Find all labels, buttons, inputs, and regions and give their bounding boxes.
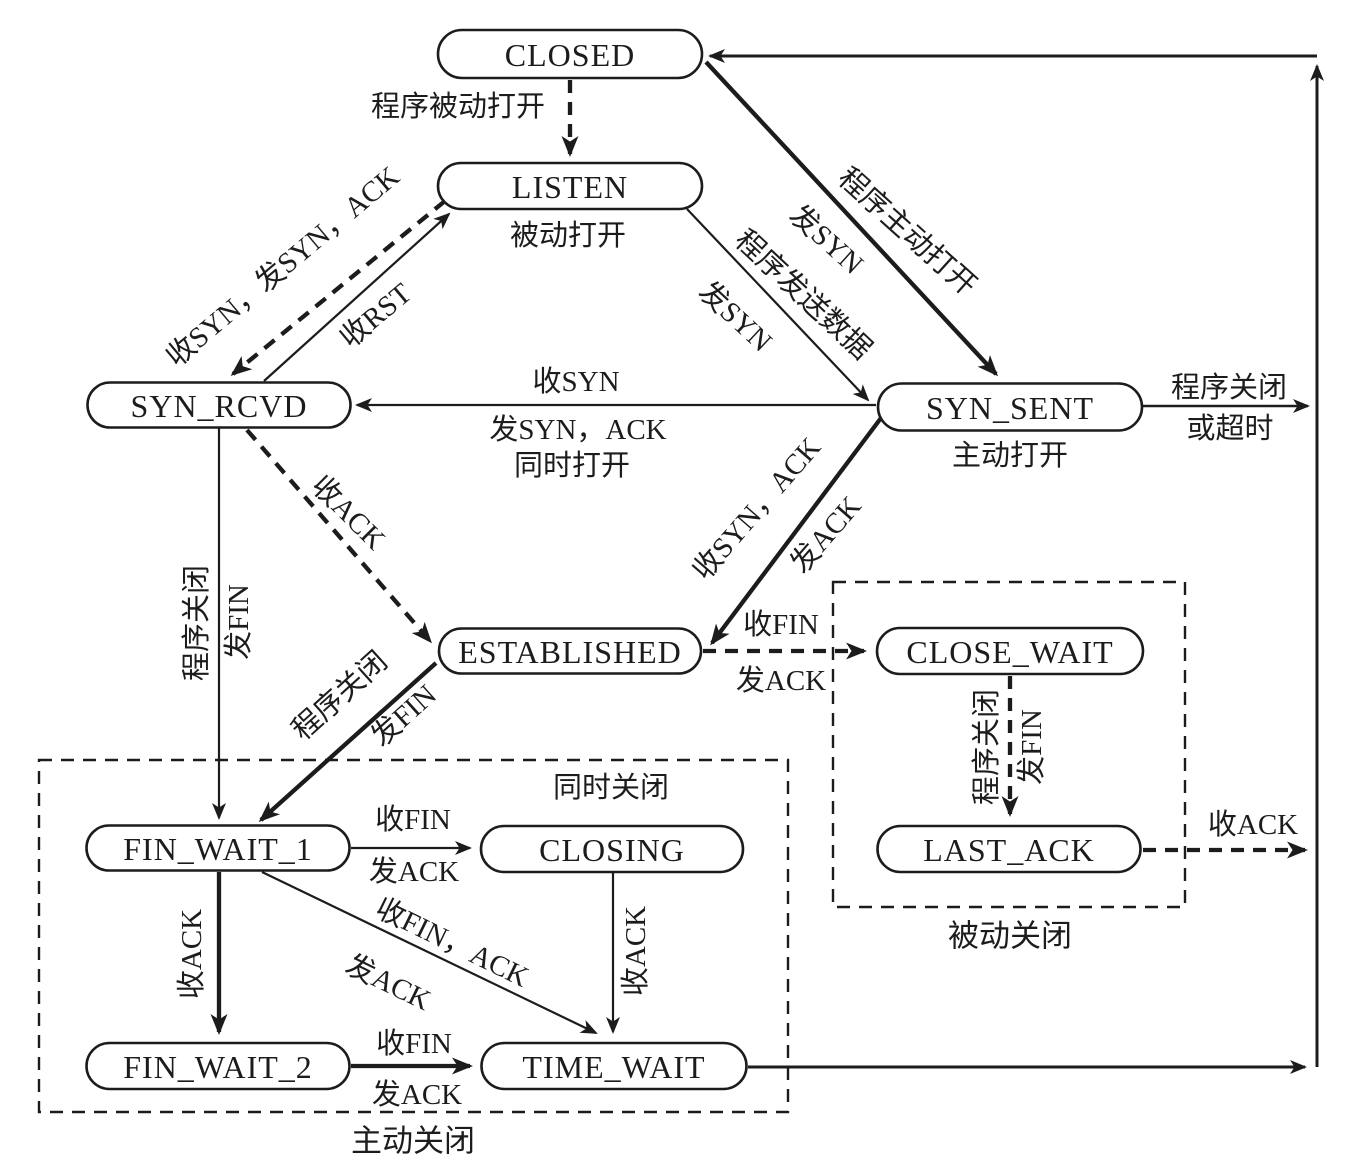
state-box-last-ack	[876, 824, 1142, 874]
state-fin-wait-1: FIN_WAIT_1	[85, 824, 351, 872]
state-box-fin-wait-1	[85, 824, 351, 872]
state-label-syn-sent: SYN_SENT	[926, 390, 1094, 426]
region-passive-close	[831, 580, 1187, 909]
edge-label-recv-syn: 收SYN	[532, 365, 619, 398]
edge-label-send-syn-ack: 发SYN，ACK	[489, 413, 666, 446]
region-label-passive-close: 被动关闭	[948, 919, 1072, 954]
edge-label-recv-rst: 收RST	[334, 276, 418, 354]
state-box-close-wait	[875, 626, 1145, 676]
edge-label-send-fin-cw: 发FIN	[1015, 709, 1048, 785]
edge-fin-wait-1-to-time-wait	[261, 871, 598, 1034]
state-label-last-ack: LAST_ACK	[923, 832, 1095, 868]
state-closed: CLOSED	[436, 28, 704, 80]
state-label-closed: CLOSED	[505, 37, 635, 73]
state-box-closed	[436, 28, 704, 80]
edge-label-recv-ack-diag: 收ACK	[305, 469, 392, 556]
edge-label-send-ack-fw2: 发ACK	[372, 1078, 462, 1111]
edge-established-to-fin-wait-1	[258, 661, 438, 823]
edge-label-group: 程序被动打开被动打开收SYN，发SYN，ACK收RST程序主动打开发SYN程序发…	[160, 90, 1298, 1111]
state-label-close-wait: CLOSE_WAIT	[906, 634, 1113, 670]
state-box-closing	[479, 824, 745, 874]
edge-label-app-close-v: 程序关闭	[180, 565, 213, 681]
state-label-closing: CLOSING	[539, 832, 685, 868]
edge-label-app-close: 程序关闭	[1171, 371, 1287, 404]
state-box-listen	[436, 161, 704, 211]
edge-label-recv-ack-closing: 收ACK	[619, 906, 652, 996]
region-group: 主动关闭 被动关闭	[37, 580, 1187, 1159]
state-established: ESTABLISHED	[437, 627, 703, 675]
state-syn-sent: SYN_SENT	[876, 382, 1144, 432]
state-box-time-wait	[480, 1041, 748, 1091]
region-label-active-close: 主动关闭	[351, 1124, 475, 1159]
edge-label-or-timeout: 或超时	[1186, 412, 1273, 445]
state-fin-wait-2: FIN_WAIT_2	[85, 1041, 351, 1091]
state-syn-rcvd: SYN_RCVD	[86, 381, 352, 429]
state-box-syn-rcvd	[86, 381, 352, 429]
state-label-syn-rcvd: SYN_RCVD	[131, 388, 308, 424]
edge-label-passive-open: 被动打开	[510, 219, 626, 252]
state-box-syn-sent	[876, 382, 1144, 432]
edge-label-send-fin-v: 发FIN	[222, 584, 255, 660]
state-label-established: ESTABLISHED	[458, 634, 682, 670]
edge-syn-rcvd-to-established	[245, 428, 432, 644]
state-group: CLOSED LISTEN SYN_RCVD SYN_SENT ESTABLISHED C…	[85, 28, 1145, 1091]
state-label-listen: LISTEN	[512, 169, 628, 205]
edge-label-recv-fin-fw2: 收FIN	[376, 1027, 452, 1060]
edge-listen-to-syn-sent	[686, 208, 870, 402]
state-closing: CLOSING	[479, 824, 745, 874]
state-last-ack: LAST_ACK	[876, 824, 1142, 874]
state-time-wait: TIME_WAIT	[480, 1041, 748, 1091]
edge-label-app-passive-open: 程序被动打开	[371, 90, 545, 123]
edge-label-send-ack: 发ACK	[736, 664, 826, 697]
edge-label-recv-fin: 收FIN	[743, 608, 819, 641]
edge-syn-sent-to-established	[710, 412, 886, 646]
state-label-time-wait: TIME_WAIT	[522, 1049, 705, 1085]
edge-label-simultaneous-open: 同时打开	[514, 449, 630, 482]
edge-label-app-close-cw: 程序关闭	[970, 689, 1003, 805]
state-label-fin-wait-1: FIN_WAIT_1	[123, 831, 313, 867]
edge-closed-to-syn-sent	[704, 60, 999, 377]
edge-label-simultaneous-close: 同时关闭	[553, 771, 669, 804]
edge-label-recv-fin-fw1: 收FIN	[375, 803, 451, 836]
edge-label-send-ack-tw: 发ACK	[340, 948, 436, 1017]
edge-syn-rcvd-to-listen	[263, 212, 451, 382]
edge-label-active-open: 主动打开	[952, 439, 1068, 472]
state-box-fin-wait-2	[85, 1041, 351, 1091]
edge-label-send-ack-fw1: 发ACK	[369, 855, 459, 888]
state-label-fin-wait-2: FIN_WAIT_2	[123, 1049, 313, 1085]
state-close-wait: CLOSE_WAIT	[875, 626, 1145, 676]
edge-label-send-ack-diag: 发ACK	[784, 490, 868, 580]
edge-label-send-syn-b: 发SYN	[692, 275, 778, 359]
state-listen: LISTEN	[436, 161, 704, 211]
region-active-close	[37, 758, 790, 1114]
edge-label-recv-ack-la: 收ACK	[1208, 808, 1298, 841]
edge-label-recv-ack-fw12: 收ACK	[175, 909, 208, 999]
edge-listen-to-syn-rcvd	[230, 199, 447, 376]
edge-group	[210, 49, 1324, 1075]
state-box-established	[437, 627, 703, 675]
